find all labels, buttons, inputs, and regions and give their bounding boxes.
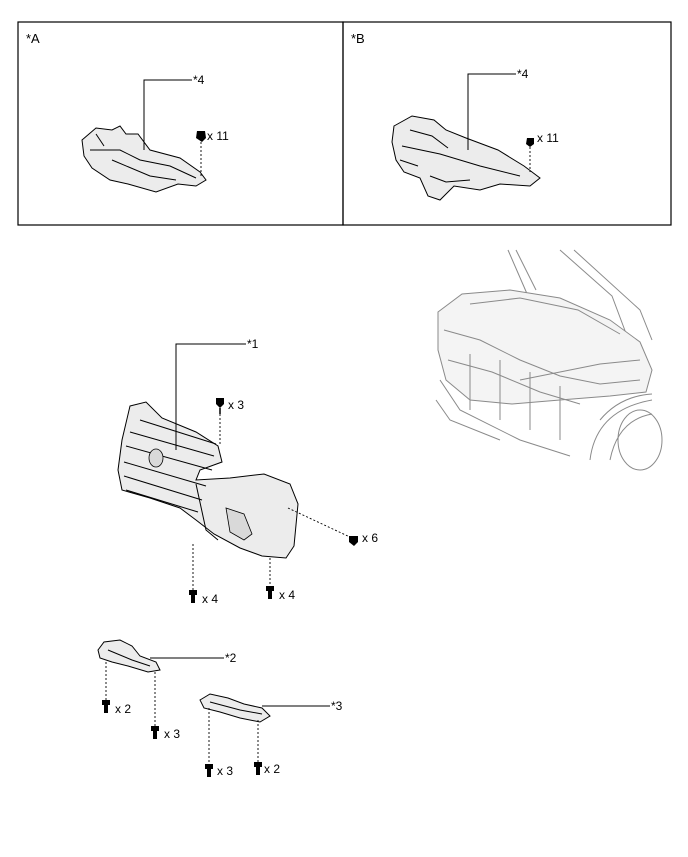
panel-b-qty: x 11 <box>537 131 559 145</box>
callout-3: *3 <box>331 699 343 713</box>
under-cover-b <box>391 115 541 201</box>
panel-a-frame <box>17 21 344 226</box>
callout-1: *1 <box>247 337 259 351</box>
emblem-icon <box>148 448 164 468</box>
grille-bars <box>123 419 217 513</box>
clip-icon <box>349 536 358 546</box>
clip-icon <box>216 398 224 414</box>
left-cover <box>97 639 161 673</box>
clip-icon <box>196 131 206 142</box>
vehicle-locator-icon <box>435 249 663 471</box>
panel-a-callout: *4 <box>193 73 205 87</box>
panel-b-callout: *4 <box>517 67 529 81</box>
cover3-left-qty: x 3 <box>217 764 233 778</box>
panel-a-qty: x 11 <box>207 129 229 143</box>
right-cover <box>199 693 271 723</box>
fog-lamp-cover <box>225 507 253 541</box>
panel-a: *A *4 x 11 <box>17 21 344 226</box>
cover3-right-qty: x 2 <box>264 762 280 776</box>
bolt-icon <box>189 590 197 603</box>
bolt-icon <box>151 726 159 739</box>
bottom-left-qty: x 4 <box>202 592 218 606</box>
panel-b: *B *4 x 11 <box>342 21 672 226</box>
under-cover-a <box>81 125 207 193</box>
panel-b-frame <box>342 21 672 226</box>
grille-bumper-assembly <box>117 401 299 559</box>
bolt-icon <box>254 762 262 775</box>
bolt-icon <box>102 700 110 713</box>
panel-a-leader <box>143 79 192 150</box>
clip-icon <box>526 138 534 147</box>
panel-b-leader <box>467 73 516 150</box>
callout-1-leader <box>175 343 246 450</box>
side-clip-qty: x 6 <box>362 531 378 545</box>
bottom-right-qty: x 4 <box>279 588 295 602</box>
cover2-left-qty: x 2 <box>115 702 131 716</box>
panel-a-tag: *A <box>26 31 40 46</box>
top-clip-qty: x 3 <box>228 398 244 412</box>
cover2-right-qty: x 3 <box>164 727 180 741</box>
bolt-icon <box>266 586 274 599</box>
callout-2: *2 <box>225 651 237 665</box>
panel-b-tag: *B <box>351 31 365 46</box>
bolt-icon <box>205 764 213 777</box>
